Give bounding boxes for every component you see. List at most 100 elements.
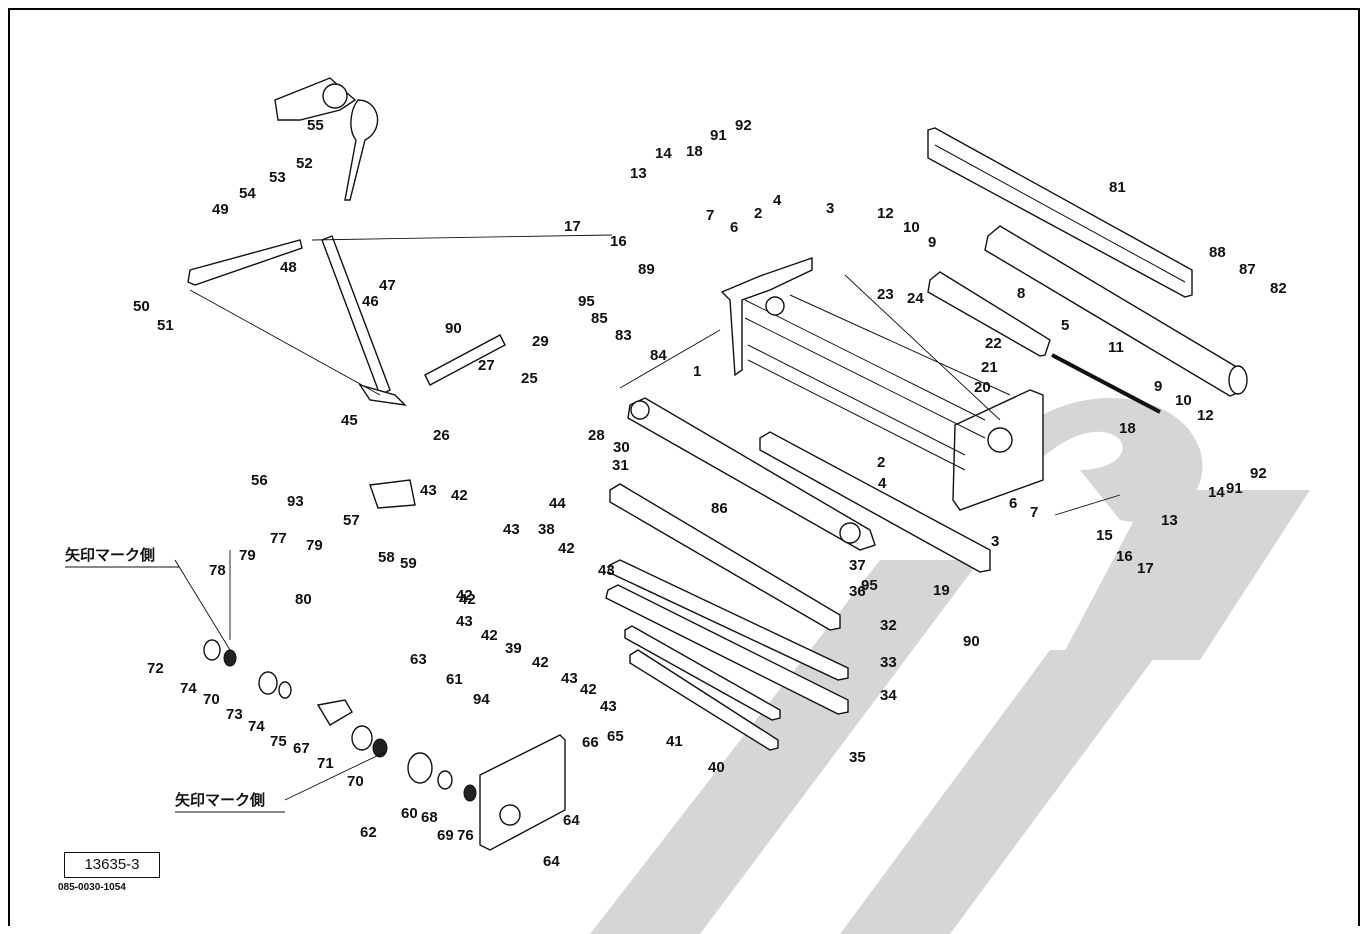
- bar-19: [759, 431, 991, 573]
- callout-14: 14: [655, 145, 672, 162]
- callout-42: 42: [481, 627, 498, 644]
- callout-1: 1: [693, 363, 701, 380]
- drawing-frame: [8, 8, 1360, 926]
- callout-55: 55: [307, 117, 324, 134]
- callout-7: 7: [706, 207, 714, 224]
- callout-42: 42: [451, 487, 468, 504]
- callout-48: 48: [280, 259, 297, 276]
- callout-21: 21: [981, 359, 998, 376]
- callout-82: 82: [1270, 280, 1287, 297]
- side-label-upper: 矢印マーク側: [65, 546, 155, 564]
- callout-61: 61: [446, 671, 463, 688]
- callout-68: 68: [421, 809, 438, 826]
- roller-5: [984, 225, 1248, 397]
- callout-15: 15: [1096, 527, 1113, 544]
- callout-79: 79: [239, 547, 256, 564]
- callout-91: 91: [1226, 480, 1243, 497]
- callout-44: 44: [549, 495, 566, 512]
- callout-9: 9: [1154, 378, 1162, 395]
- callout-45: 45: [341, 412, 358, 429]
- left-side-plate: [479, 734, 566, 851]
- callout-18: 18: [686, 143, 703, 160]
- left-shaft-group: [203, 639, 477, 802]
- callout-2: 2: [877, 454, 885, 471]
- side-labels: 矢印マーク側 矢印マーク側: [65, 546, 285, 813]
- part-code: 085-0030-1054: [58, 882, 126, 893]
- callout-32: 32: [880, 617, 897, 634]
- callout-58: 58: [378, 549, 395, 566]
- callout-80: 80: [295, 591, 312, 608]
- callout-8: 8: [1017, 285, 1025, 302]
- callout-30: 30: [613, 439, 630, 456]
- callout-88: 88: [1209, 244, 1226, 261]
- callout-64: 64: [543, 853, 560, 870]
- bar-plates-32-34: [605, 483, 849, 751]
- callout-36: 36: [849, 583, 866, 600]
- callout-26: 26: [433, 427, 450, 444]
- callout-27: 27: [478, 357, 495, 374]
- callout-17: 17: [564, 218, 581, 235]
- callout-13: 13: [1161, 512, 1178, 529]
- callout-62: 62: [360, 824, 377, 841]
- callout-42: 42: [532, 654, 549, 671]
- callout-11: 11: [1108, 339, 1124, 356]
- callout-4: 4: [773, 192, 782, 209]
- callout-63: 63: [410, 651, 427, 668]
- callout-28: 28: [588, 427, 605, 444]
- callout-39: 39: [505, 640, 522, 657]
- callout-84: 84: [650, 347, 667, 364]
- callout-22: 22: [985, 335, 1002, 352]
- callout-5: 5: [1061, 317, 1069, 334]
- callout-4: 4: [878, 475, 887, 492]
- side-label-lower: 矢印マーク側: [175, 791, 265, 809]
- callout-53: 53: [269, 169, 286, 186]
- callout-71: 71: [317, 755, 334, 772]
- callout-10: 10: [1175, 392, 1192, 409]
- callout-50: 50: [133, 298, 150, 315]
- callout-54: 54: [239, 185, 256, 202]
- callout-60: 60: [401, 805, 418, 822]
- callout-42: 42: [580, 681, 597, 698]
- callout-25: 25: [521, 370, 538, 387]
- callout-23: 23: [877, 286, 894, 303]
- callout-73: 73: [226, 706, 243, 723]
- callout-87: 87: [1239, 261, 1256, 278]
- callout-17: 17: [1137, 560, 1154, 577]
- callout-90: 90: [963, 633, 980, 650]
- callout-3: 3: [826, 200, 834, 217]
- callout-10: 10: [903, 219, 920, 236]
- shaft-11: [1051, 353, 1161, 414]
- callout-89: 89: [638, 261, 655, 278]
- callout-70: 70: [347, 773, 364, 790]
- callout-43: 43: [503, 521, 520, 538]
- rail-81: [927, 127, 1193, 298]
- callout-6: 6: [1009, 495, 1017, 512]
- watermark-logo: [590, 397, 1310, 934]
- callout-20: 20: [974, 379, 991, 396]
- callout-64: 64: [563, 812, 580, 829]
- callout-40: 40: [708, 759, 725, 776]
- callout-78: 78: [209, 562, 226, 579]
- callout-19: 19: [933, 582, 950, 599]
- callout-42: 42: [459, 591, 476, 608]
- callout-12: 12: [1197, 407, 1214, 424]
- callout-43: 43: [600, 698, 617, 715]
- callout-41: 41: [666, 733, 683, 750]
- callout-92: 92: [1250, 465, 1267, 482]
- callout-81: 81: [1109, 179, 1126, 196]
- callout-75: 75: [270, 733, 287, 750]
- callout-85: 85: [591, 310, 608, 327]
- callout-18: 18: [1119, 420, 1136, 437]
- callout-77: 77: [270, 530, 287, 547]
- callout-74: 74: [248, 718, 265, 735]
- roller-86: [627, 397, 876, 551]
- callout-83: 83: [615, 327, 632, 344]
- callout-57: 57: [343, 512, 360, 529]
- drawing-number-box: 13635-3: [64, 852, 160, 878]
- callout-49: 49: [212, 201, 229, 218]
- callout-76: 76: [457, 827, 474, 844]
- callout-91: 91: [710, 127, 727, 144]
